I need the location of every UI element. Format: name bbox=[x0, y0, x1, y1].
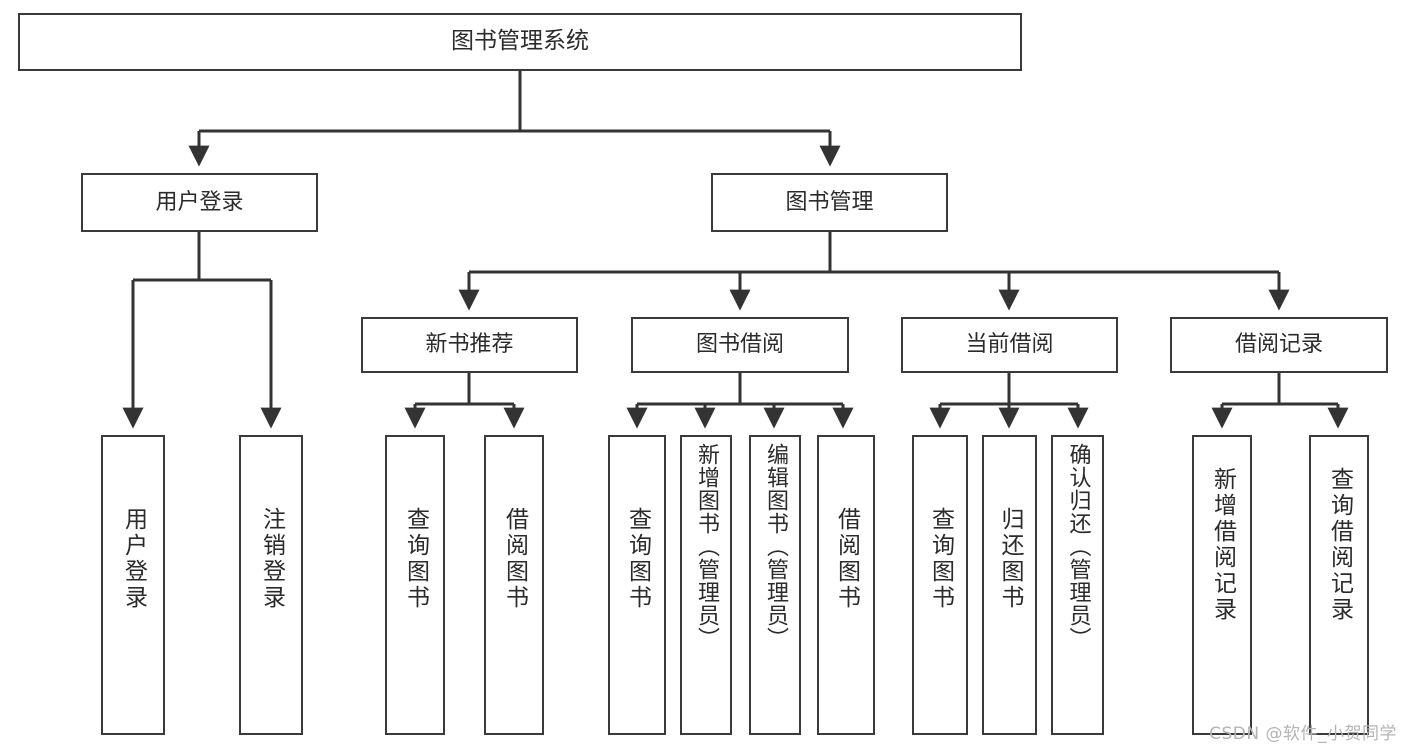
node-label: 新书推荐 bbox=[425, 332, 514, 358]
leaf-add-book-admin[interactable]: 新增图书（管理员） bbox=[680, 435, 732, 735]
node-label: 用户登录 bbox=[155, 189, 244, 215]
leaf-query-borrow-record[interactable]: 查询借阅记录 bbox=[1309, 435, 1369, 735]
node-new-book-recommend[interactable]: 新书推荐 bbox=[361, 317, 578, 373]
node-label: 新增借阅记录 bbox=[1209, 467, 1236, 623]
node-label: 归还图书 bbox=[997, 507, 1023, 611]
leaf-borrow-book-borrow[interactable]: 借阅图书 bbox=[817, 435, 875, 735]
node-label: 确认归还（管理员） bbox=[1065, 443, 1091, 650]
node-label: 图书管理 bbox=[785, 189, 874, 215]
node-label: 图书管理系统 bbox=[451, 28, 589, 55]
leaf-query-book-borrow[interactable]: 查询图书 bbox=[608, 435, 666, 735]
watermark-text: CSDN @软件_小贺同学 bbox=[1209, 724, 1397, 744]
leaf-borrow-book-new-recommend[interactable]: 借阅图书 bbox=[484, 435, 544, 735]
leaf-confirm-return-admin[interactable]: 确认归还（管理员） bbox=[1051, 435, 1104, 735]
node-label: 图书借阅 bbox=[695, 332, 784, 358]
node-borrow-record[interactable]: 借阅记录 bbox=[1170, 317, 1388, 373]
leaf-query-book-current[interactable]: 查询图书 bbox=[912, 435, 968, 735]
node-label: 借阅记录 bbox=[1234, 332, 1323, 358]
leaf-query-book-new-recommend[interactable]: 查询图书 bbox=[385, 435, 445, 735]
leaf-user-login[interactable]: 用户登录 bbox=[101, 435, 165, 735]
node-label: 注销登录 bbox=[258, 507, 285, 611]
node-label: 新增图书（管理员） bbox=[694, 443, 719, 650]
node-label: 当前借阅 bbox=[965, 332, 1054, 358]
node-label: 编辑图书（管理员） bbox=[763, 443, 788, 650]
node-root-book-management-system[interactable]: 图书管理系统 bbox=[18, 13, 1022, 71]
node-book-management[interactable]: 图书管理 bbox=[711, 173, 948, 232]
node-label: 查询借阅记录 bbox=[1326, 467, 1353, 623]
node-label: 查询图书 bbox=[927, 507, 954, 611]
leaf-logout-login[interactable]: 注销登录 bbox=[239, 435, 303, 735]
node-label: 借阅图书 bbox=[833, 507, 860, 611]
node-current-borrow[interactable]: 当前借阅 bbox=[901, 317, 1118, 373]
leaf-edit-book-admin[interactable]: 编辑图书（管理员） bbox=[749, 435, 801, 735]
node-label: 查询图书 bbox=[624, 507, 651, 611]
node-label: 用户登录 bbox=[120, 507, 147, 611]
node-label: 借阅图书 bbox=[501, 507, 528, 611]
node-user-login[interactable]: 用户登录 bbox=[81, 173, 318, 232]
leaf-return-book[interactable]: 归还图书 bbox=[982, 435, 1037, 735]
node-book-borrow[interactable]: 图书借阅 bbox=[631, 317, 849, 373]
leaf-add-borrow-record[interactable]: 新增借阅记录 bbox=[1192, 435, 1252, 735]
node-label: 查询图书 bbox=[402, 507, 429, 611]
